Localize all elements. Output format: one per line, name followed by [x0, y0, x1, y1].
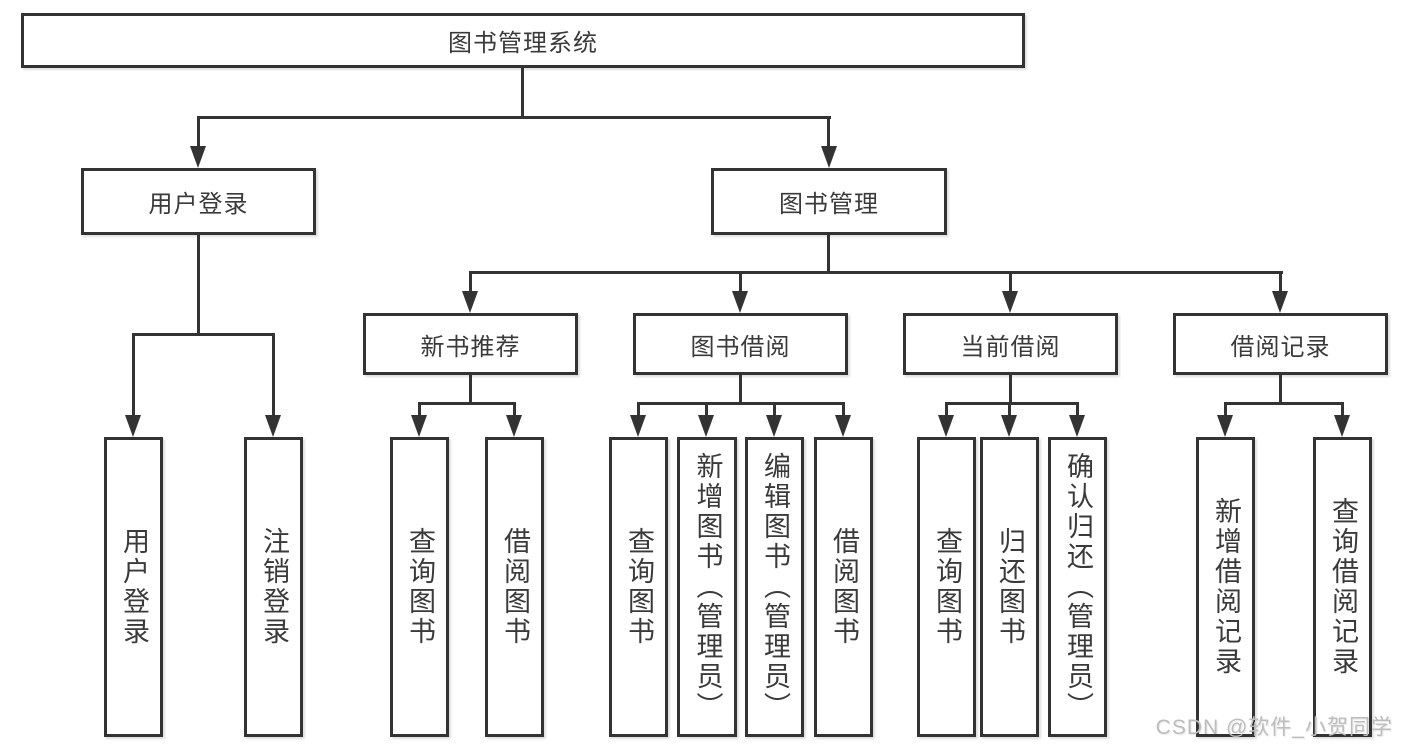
arrowhead-borrow-records: [1272, 291, 1288, 313]
connector-m2-drop: [739, 375, 742, 404]
node-current-borrow: 当前借阅: [903, 313, 1118, 375]
connector-to-user-login: [197, 116, 200, 150]
connector-user-login-drop: [197, 235, 200, 335]
leaf-query-books-2: 查询图书: [609, 437, 668, 737]
node-borrow-records: 借阅记录: [1173, 313, 1388, 375]
leaf-user-login: 用户登录: [104, 437, 163, 737]
node-borrow-records-label: 借阅记录: [1230, 333, 1331, 361]
leaf-add-borrow-record: 新增借阅记录: [1196, 437, 1255, 737]
connector-m3-drop: [1009, 375, 1012, 404]
node-user-login: 用户登录: [81, 168, 316, 235]
node-current-borrow-label: 当前借阅: [960, 333, 1061, 361]
connector-root-branch: [197, 116, 831, 119]
connector-to-borrow-records: [1279, 271, 1282, 293]
leaf-return-books: 归还图书: [980, 437, 1039, 737]
arrowhead-m1-c1: [411, 415, 427, 437]
node-book-borrow: 图书借阅: [633, 313, 848, 375]
connector-to-leaf-user-login: [132, 333, 135, 419]
connector-book-management-drop: [827, 235, 830, 273]
connector-to-book-borrow: [739, 271, 742, 293]
connector-m2-c2: [705, 402, 708, 417]
arrowhead-leaf-logout: [265, 415, 281, 437]
connector-m1-drop: [469, 375, 472, 404]
arrowhead-book-borrow: [732, 291, 748, 313]
connector-m1-c1: [418, 402, 421, 417]
connector-to-leaf-logout: [272, 333, 275, 419]
node-root-label: 图书管理系统: [448, 30, 598, 57]
leaf-add-borrow-record-label: 新增借阅记录: [1211, 497, 1241, 677]
leaf-borrow-books-1-label: 借阅图书: [500, 527, 530, 647]
arrowhead-m4-c1: [1217, 415, 1233, 437]
leaf-add-books-admin-label: 新增图书（管理员）: [692, 452, 723, 722]
connector-to-book-management: [827, 116, 830, 150]
connector-m3-c2: [1008, 402, 1011, 417]
leaf-return-books-label: 归还图书: [995, 527, 1025, 647]
arrowhead-current-borrow: [1002, 291, 1018, 313]
leaf-query-books-2-label: 查询图书: [624, 527, 654, 647]
leaf-confirm-return-admin: 确认归还（管理员）: [1048, 437, 1107, 737]
connector-m3-c1: [945, 402, 948, 417]
arrowhead-user-login: [190, 146, 206, 168]
arrowhead-m1-c2: [506, 415, 522, 437]
connector-m2-branch: [637, 402, 845, 405]
leaf-borrow-books-2: 借阅图书: [814, 437, 873, 737]
csdn-watermark: CSDN @软件_小贺同学: [1155, 716, 1393, 739]
connector-m4-branch: [1224, 402, 1344, 405]
leaf-query-books-3-label: 查询图书: [932, 527, 962, 647]
connector-m2-c3: [773, 402, 776, 417]
node-book-management-label: 图书管理: [779, 191, 879, 218]
connector-m4-c1: [1224, 402, 1227, 417]
leaf-query-borrow-record: 查询借阅记录: [1313, 437, 1372, 737]
node-root: 图书管理系统: [21, 13, 1025, 68]
leaf-borrow-books-1: 借阅图书: [485, 437, 544, 737]
connector-m2-c4: [842, 402, 845, 417]
connector-root-drop: [521, 68, 524, 118]
connector-m4-drop: [1279, 375, 1282, 404]
connector-m4-c2: [1341, 402, 1344, 417]
arrowhead-m2-c1: [630, 415, 646, 437]
leaf-query-books-1: 查询图书: [390, 437, 449, 737]
leaf-logout: 注销登录: [244, 437, 303, 737]
arrowhead-m3-c3: [1069, 415, 1085, 437]
connector-m3-c3: [1076, 402, 1079, 417]
arrowhead-m2-c4: [835, 415, 851, 437]
arrowhead-m3-c1: [938, 415, 954, 437]
connector-m1-branch: [418, 402, 516, 405]
node-book-management: 图书管理: [711, 168, 947, 235]
leaf-borrow-books-2-label: 借阅图书: [829, 527, 859, 647]
connector-m1-c2: [513, 402, 516, 417]
leaf-user-login-label: 用户登录: [119, 527, 149, 647]
node-user-login-label: 用户登录: [148, 191, 249, 218]
arrowhead-book-management: [821, 146, 837, 168]
connector-book-management-branch: [469, 271, 1283, 274]
leaf-query-books-1-label: 查询图书: [405, 527, 435, 647]
leaf-add-books-admin: 新增图书（管理员）: [677, 437, 737, 737]
arrowhead-m2-c3: [766, 415, 782, 437]
node-book-borrow-label: 图书借阅: [690, 333, 791, 361]
arrowhead-m2-c2: [698, 415, 714, 437]
leaf-confirm-return-admin-label: 确认归还（管理员）: [1063, 452, 1093, 722]
connector-m2-c1: [637, 402, 640, 417]
node-new-book-recommend-label: 新书推荐: [420, 333, 521, 361]
connector-to-new-book-recommend: [469, 271, 472, 293]
connector-user-login-branch: [132, 333, 275, 336]
node-new-book-recommend: 新书推荐: [363, 313, 578, 375]
arrowhead-new-book-recommend: [462, 291, 478, 313]
connector-to-current-borrow: [1009, 271, 1012, 293]
leaf-query-borrow-record-label: 查询借阅记录: [1328, 497, 1358, 677]
leaf-logout-label: 注销登录: [259, 527, 289, 647]
leaf-edit-books-admin: 编辑图书（管理员）: [745, 437, 804, 737]
arrowhead-leaf-user-login: [125, 415, 141, 437]
leaf-query-books-3: 查询图书: [917, 437, 976, 737]
arrowhead-m3-c2: [1001, 415, 1017, 437]
arrowhead-m4-c2: [1334, 415, 1350, 437]
leaf-edit-books-admin-label: 编辑图书（管理员）: [760, 452, 790, 722]
connector-m3-branch: [945, 402, 1079, 405]
